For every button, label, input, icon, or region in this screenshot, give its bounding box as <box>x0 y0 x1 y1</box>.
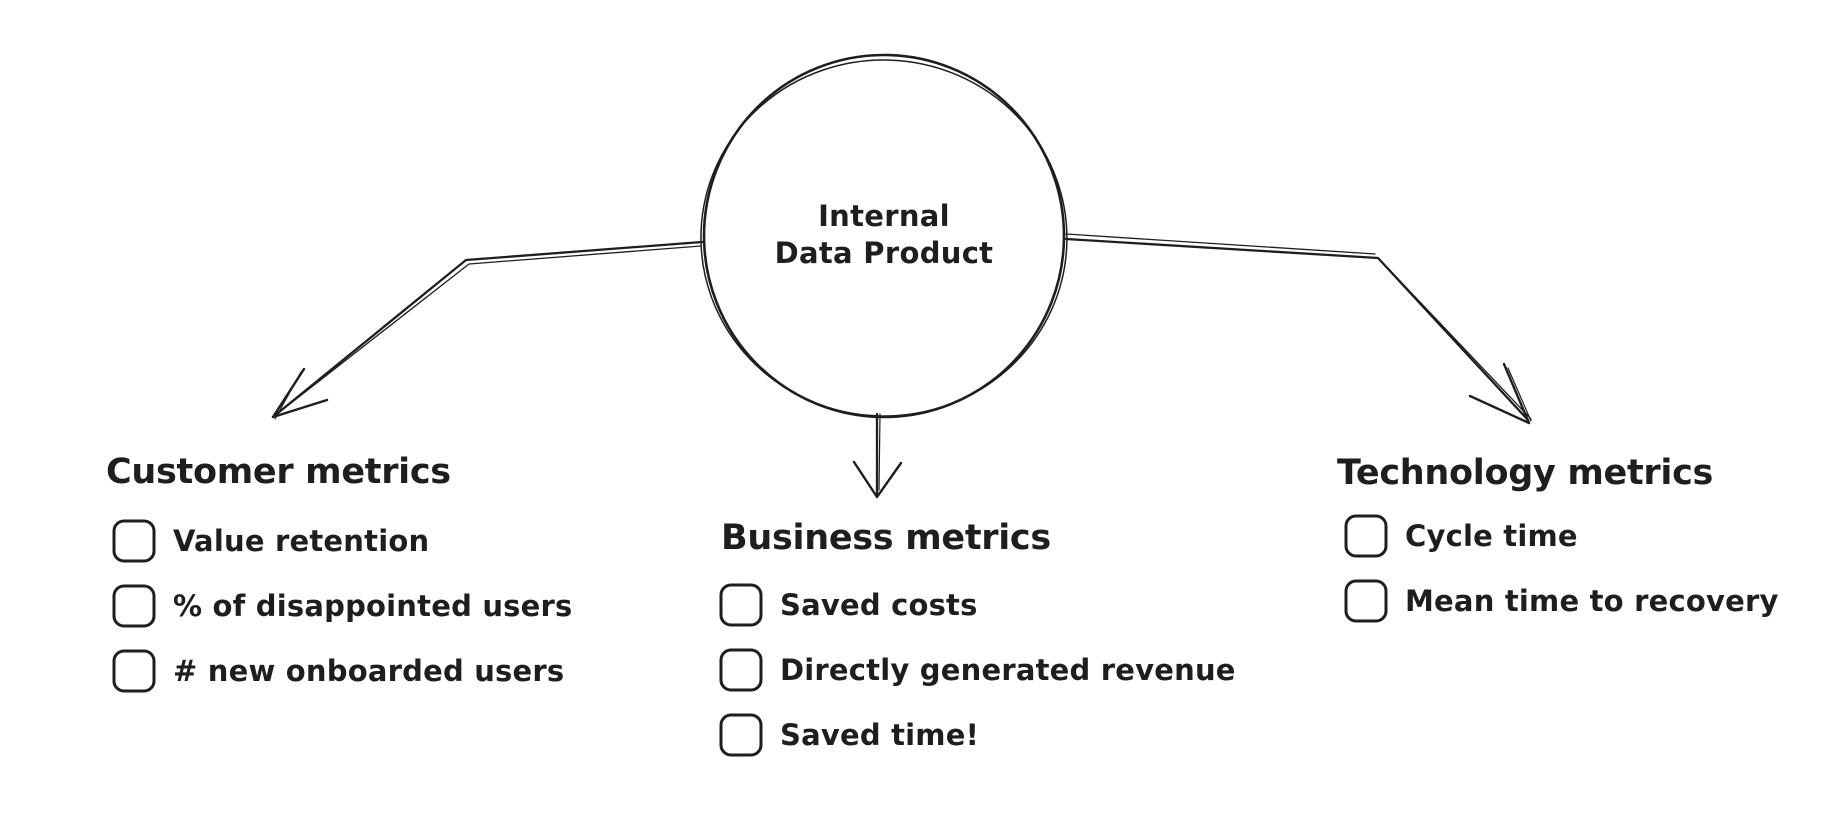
metric-item: Directly generated revenue <box>718 647 1236 693</box>
metric-label: Mean time to recovery <box>1405 584 1779 619</box>
center-node-label: Internal Data Product <box>684 198 1084 272</box>
metric-label: Saved time! <box>780 718 979 753</box>
metric-item: Cycle time <box>1343 513 1779 559</box>
center-node-label-line2: Data Product <box>774 236 994 270</box>
group-business-metrics: Business metrics Saved costs Directly ge… <box>718 518 1236 758</box>
metric-item: # new onboarded users <box>111 648 572 694</box>
checkbox-icon <box>719 713 763 757</box>
group-customer-metrics: Customer metrics Value retention % of di… <box>106 452 572 694</box>
metric-label: Cycle time <box>1405 519 1578 554</box>
center-node-label-line1: Internal <box>818 199 950 233</box>
metric-label: Value retention <box>173 524 430 559</box>
metric-label: % of disappointed users <box>173 589 573 624</box>
metric-item: Saved time! <box>718 712 1236 758</box>
checkbox-icon <box>112 519 156 563</box>
metric-item: % of disappointed users <box>111 583 572 629</box>
checkbox-icon <box>112 584 156 628</box>
metric-item: Mean time to recovery <box>1343 578 1779 624</box>
checkbox-icon <box>719 648 763 692</box>
metric-item: Value retention <box>111 518 572 564</box>
group-title-technology: Technology metrics <box>1337 453 1714 493</box>
checkbox-icon <box>719 583 763 627</box>
arrow-to-technology-metrics <box>1064 233 1532 425</box>
group-title-business: Business metrics <box>721 518 1051 558</box>
metric-label: Directly generated revenue <box>780 653 1236 688</box>
metric-label: # new onboarded users <box>173 654 565 689</box>
group-technology-metrics: Technology metrics Cycle time Mean time … <box>1337 453 1779 624</box>
metric-item: Saved costs <box>718 582 1236 628</box>
metric-label: Saved costs <box>780 588 978 623</box>
checkbox-icon <box>1344 579 1388 623</box>
arrow-to-business-metrics <box>852 412 903 499</box>
arrow-to-customer-metrics <box>271 240 704 420</box>
checkbox-icon <box>112 649 156 693</box>
group-title-customer: Customer metrics <box>106 452 451 492</box>
checkbox-icon <box>1344 514 1388 558</box>
